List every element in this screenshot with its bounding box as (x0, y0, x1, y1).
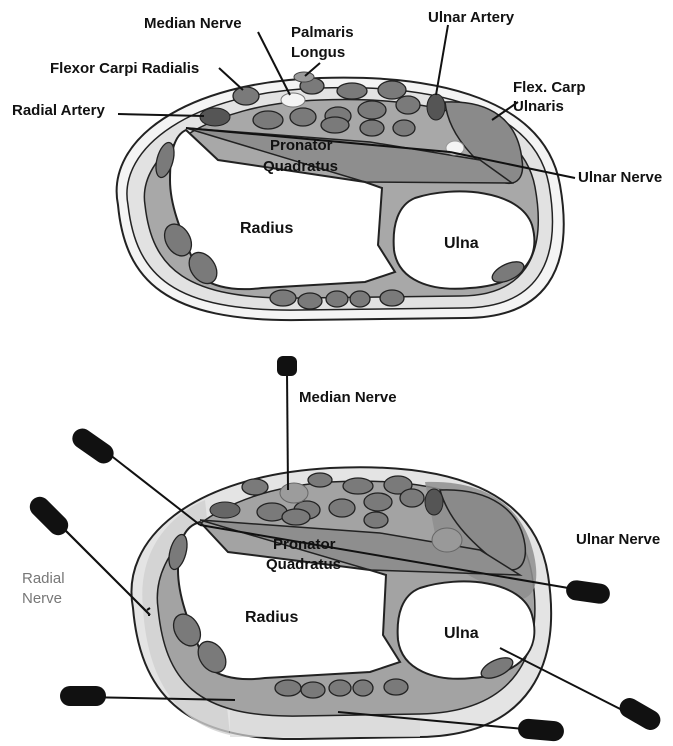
label-ulnar-artery: Ulnar Artery (428, 9, 515, 26)
radial-artery (200, 108, 230, 126)
top-cross-section: Median Nerve Palmaris Longus Ulnar Arter… (12, 9, 662, 320)
electrode-radial (26, 493, 73, 540)
label-ulna: Ulna (444, 235, 479, 252)
label-pronator-quadratus-line1: Pronator (270, 137, 333, 154)
tendon (329, 499, 355, 517)
tendon (233, 87, 259, 105)
tendon (326, 291, 348, 307)
label-pronator-quadratus-line1: Pronator (273, 536, 336, 553)
tendon (329, 680, 351, 696)
tendon (275, 680, 301, 696)
tendon (308, 473, 332, 487)
label-median-nerve: Median Nerve (144, 15, 242, 32)
bottom-cross-section: Median Nerve Ulnar Nerve Radial Nerve Pr… (22, 356, 664, 742)
electrode-median (277, 356, 297, 376)
tendon (360, 120, 384, 136)
label-ulna: Ulna (444, 625, 479, 642)
ulnar-nerve (432, 528, 462, 552)
tendon (350, 291, 370, 307)
tendon (298, 293, 322, 309)
label-flexor-carpi-radialis: Flexor Carpi Radialis (50, 60, 199, 77)
label-median-nerve: Median Nerve (299, 389, 397, 406)
tendon (343, 478, 373, 494)
ulnar-artery (427, 94, 445, 120)
tendon (384, 679, 408, 695)
electrode-bottom-left (60, 686, 106, 706)
tendon (290, 108, 316, 126)
ulnar-artery (425, 489, 443, 515)
label-flex-carp-ulnaris-line2: Ulnaris (513, 98, 564, 115)
electrode-upper-left (68, 425, 117, 468)
label-ulnar-nerve: Ulnar Nerve (576, 531, 660, 548)
label-radius: Radius (240, 220, 293, 237)
median-nerve (280, 483, 308, 503)
label-palmaris-longus-line2: Longus (291, 44, 345, 61)
label-radius: Radius (245, 609, 298, 626)
tendon (378, 81, 406, 99)
palmaris-longus-tendon (294, 72, 314, 82)
electrode-bottom-right (517, 718, 565, 742)
tendon (400, 489, 424, 507)
tendon (353, 680, 373, 696)
median-nerve (281, 93, 305, 107)
tendon (358, 101, 386, 119)
label-flex-carp-ulnaris-line1: Flex. Carp (513, 79, 586, 96)
tendon (364, 493, 392, 511)
label-radial-artery: Radial Artery (12, 102, 105, 119)
tendon (321, 117, 349, 133)
tendon (253, 111, 283, 129)
tendon (242, 479, 268, 495)
radial-artery (210, 502, 240, 518)
label-pronator-quadratus-line2: Quadratus (266, 556, 341, 573)
tendon (270, 290, 296, 306)
tendon (282, 509, 310, 525)
tendon (337, 83, 367, 99)
tendon (393, 120, 415, 136)
tendon (364, 512, 388, 528)
label-ulnar-nerve: Ulnar Nerve (578, 169, 662, 186)
electrode-ulnar-right (565, 579, 611, 605)
label-radial-nerve-line2: Nerve (22, 590, 62, 607)
tendon (301, 682, 325, 698)
label-pronator-quadratus-line2: Quadratus (263, 158, 338, 175)
tendon (396, 96, 420, 114)
electrode-lower-right (616, 694, 664, 733)
label-radial-nerve-line1: Radial (22, 570, 65, 587)
tendon (380, 290, 404, 306)
label-palmaris-longus-line1: Palmaris (291, 24, 354, 41)
